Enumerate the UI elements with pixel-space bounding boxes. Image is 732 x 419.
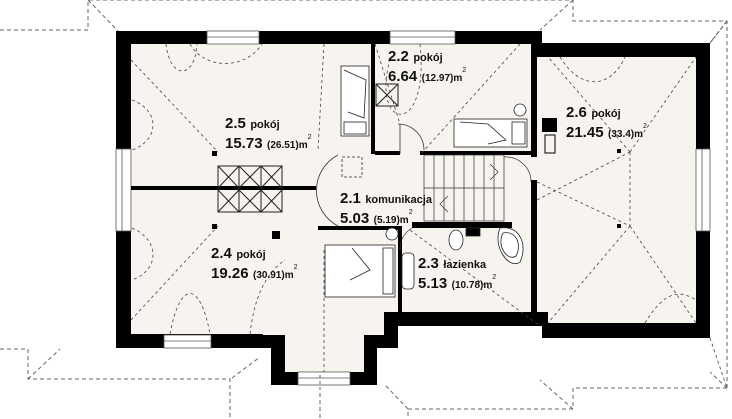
- area-unit-exp: 2: [492, 274, 497, 281]
- room-name: pokój: [413, 52, 443, 64]
- ridge-markers: [212, 149, 621, 239]
- area-unit-exp: 2: [408, 209, 413, 216]
- room-label-2-3: 2.3 łazienka 5.13 (10.78)m2: [418, 256, 496, 292]
- room-gross-area: (12.97): [421, 73, 454, 84]
- room-area: 15.73: [225, 135, 263, 152]
- room-area: 5.13: [418, 275, 448, 292]
- area-unit-exp: 2: [293, 264, 298, 271]
- area-unit: m: [483, 280, 493, 291]
- room-gross-area: (10.78): [451, 280, 484, 291]
- roof-ridges: [130, 20, 728, 390]
- room-number: 2.1: [340, 190, 361, 207]
- room-number: 2.4: [211, 245, 232, 262]
- room-number: 2.5: [225, 115, 246, 132]
- room-name: komunikacja: [365, 194, 432, 206]
- area-unit-exp: 2: [643, 123, 647, 130]
- room-gross-area: (30.91): [253, 270, 285, 281]
- room-label-2-4: 2.4 pokój 19.26 (30.91)m2: [211, 246, 298, 282]
- room-area: 5.03: [340, 210, 370, 227]
- area-unit-exp: 2: [307, 134, 312, 141]
- room-number: 2.6: [566, 104, 587, 121]
- room-name: pokój: [591, 108, 621, 120]
- ventilation-shafts: [217, 83, 399, 213]
- room-number: 2.3: [418, 255, 439, 272]
- windows: [115, 30, 711, 386]
- area-unit: m: [298, 140, 308, 151]
- room-gross-area: (5.19): [373, 215, 400, 226]
- room-area: 19.26: [211, 265, 249, 282]
- room-label-2-5: 2.5 pokój 15.73 (26.51)m2: [225, 116, 312, 152]
- area-unit: m: [453, 73, 463, 84]
- room-number: 2.2: [388, 48, 409, 65]
- room-gross-area: (33.4): [608, 129, 635, 140]
- room-label-2-6: 2.6 pokój 21.45 (33.4)m2: [566, 105, 647, 141]
- staircase: [399, 154, 532, 251]
- room-area: 21.45: [566, 124, 604, 141]
- corridor: [316, 123, 425, 227]
- area-unit: m: [399, 215, 409, 226]
- room-label-2-1: 2.1 komunikacja 5.03 (5.19)m2: [340, 191, 432, 227]
- room-name: pokój: [236, 249, 266, 261]
- area-unit: m: [284, 270, 294, 281]
- room-name: łazienka: [443, 259, 487, 271]
- room-name: pokój: [250, 119, 280, 131]
- furniture: [324, 65, 528, 298]
- room-label-2-2: 2.2 pokój 6.64 (12.97)m2: [388, 49, 466, 85]
- room-area: 6.64: [388, 68, 418, 85]
- interior-walls: [131, 44, 557, 326]
- area-unit-exp: 2: [462, 67, 467, 74]
- room-gross-area: (26.51): [267, 140, 299, 151]
- area-unit: m: [634, 129, 644, 140]
